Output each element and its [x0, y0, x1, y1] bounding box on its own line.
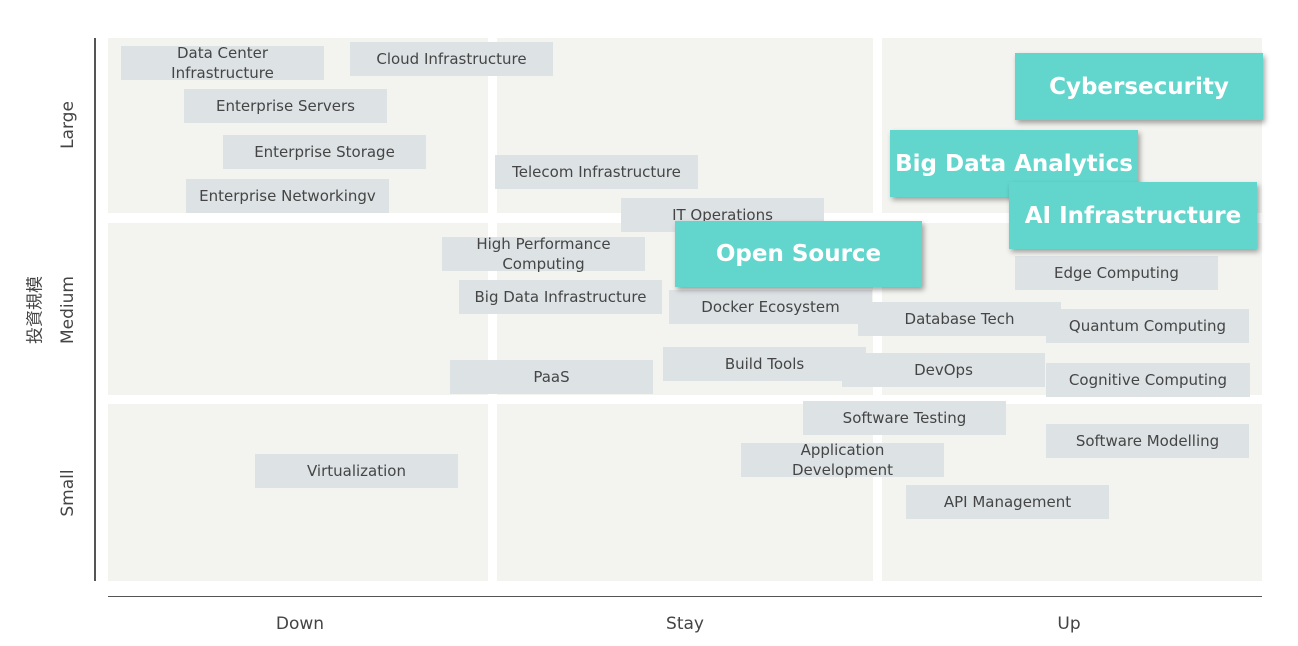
- tag-api-management: API Management: [906, 485, 1109, 519]
- tag-cloud-infrastructure: Cloud Infrastructure: [350, 42, 553, 76]
- y-axis-title: 投資規模: [25, 276, 46, 344]
- y-tick-medium: Medium: [58, 276, 78, 344]
- tag-paas: PaaS: [450, 360, 653, 394]
- cell-medium-down: [108, 223, 488, 395]
- tag-open-source: Open Source: [675, 221, 922, 287]
- tag-docker-ecosystem: Docker Ecosystem: [669, 290, 872, 324]
- tag-enterprise-servers: Enterprise Servers: [184, 89, 387, 123]
- tag-database-tech: Database Tech: [858, 302, 1061, 336]
- tag-devops: DevOps: [842, 353, 1045, 387]
- y-axis-line: [94, 38, 96, 581]
- x-tick-stay: Stay: [666, 614, 704, 634]
- x-tick-down: Down: [275, 614, 325, 634]
- tag-cognitive-computing: Cognitive Computing: [1046, 363, 1250, 397]
- tag-enterprise-storage: Enterprise Storage: [223, 135, 426, 169]
- tag-edge-computing: Edge Computing: [1015, 256, 1218, 290]
- tag-quantum-computing: Quantum Computing: [1046, 309, 1249, 343]
- x-axis-line: [108, 596, 1262, 597]
- tag-software-testing: Software Testing: [803, 401, 1006, 435]
- cell-small-down: [108, 404, 488, 581]
- tag-cybersecurity: Cybersecurity: [1015, 53, 1263, 120]
- tag-enterprise-networking: Enterprise Networkingv: [186, 179, 389, 213]
- x-tick-up: Up: [1057, 614, 1081, 634]
- tag-application-development: Application Development: [741, 441, 944, 479]
- y-tick-small: Small: [58, 469, 78, 517]
- tag-ai-infrastructure: AI Infrastructure: [1009, 182, 1257, 249]
- tag-virtualization: Virtualization: [255, 454, 458, 488]
- tag-telecom-infrastructure: Telecom Infrastructure: [495, 155, 698, 189]
- tag-data-center-infrastructure: Data Center Infrastructure: [121, 44, 324, 82]
- tag-build-tools: Build Tools: [663, 347, 866, 381]
- tag-big-data-infrastructure: Big Data Infrastructure: [459, 280, 662, 314]
- tag-high-performance-computing: High Performance Computing: [442, 235, 645, 273]
- tag-software-modelling: Software Modelling: [1046, 424, 1249, 458]
- y-tick-large: Large: [58, 101, 78, 149]
